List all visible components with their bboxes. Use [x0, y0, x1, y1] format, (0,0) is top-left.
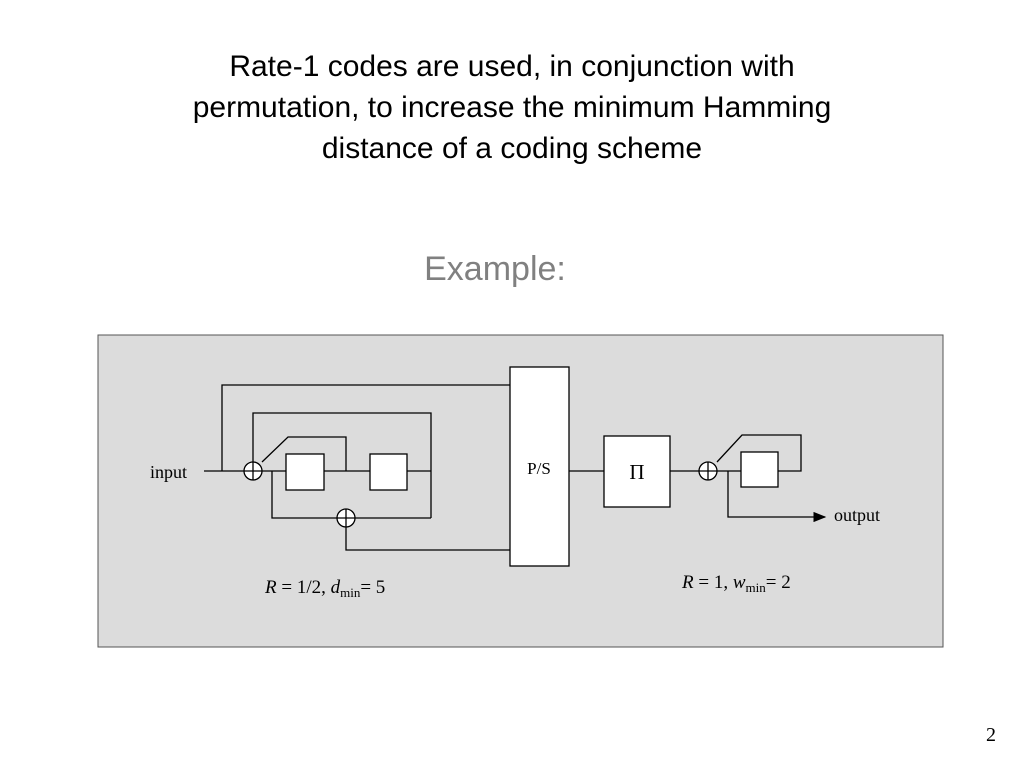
shift-register-1 [285, 453, 325, 491]
xor-gate-1 [243, 461, 263, 481]
title-line-2: permutation, to increase the minimum Ham… [192, 91, 832, 124]
ps-block [509, 366, 570, 567]
accumulator-register [740, 451, 779, 488]
shift-register-2 [369, 453, 408, 491]
xor-gate-2 [336, 508, 356, 528]
output-wire [727, 471, 827, 523]
systematic-wire [221, 384, 510, 471]
right-rate-label: R = 1, wmin= 2 [681, 572, 791, 595]
permutation-symbol: Π [629, 460, 644, 484]
output-label: output [834, 505, 880, 525]
left-rate-label: R = 1/2, dmin= 5 [264, 577, 385, 600]
bottom-wire [271, 471, 337, 519]
title-line-1: Rate-1 codes are used, in conjunction wi… [229, 50, 795, 83]
parity-wire [345, 527, 510, 551]
xor-gate-3 [698, 461, 718, 481]
ps-label: P/S [527, 459, 551, 478]
input-label: input [150, 462, 187, 482]
feedback-wire [252, 412, 432, 471]
permutation-block [603, 435, 671, 508]
accumulator-feedback [716, 434, 802, 472]
example-heading: Example: [424, 250, 566, 288]
page-number: 2 [986, 724, 996, 746]
tap-reg1-wire [261, 436, 347, 471]
slide-title: Rate-1 codes are used, in conjunction wi… [112, 46, 912, 169]
title-line-3: distance of a coding scheme [321, 132, 703, 165]
